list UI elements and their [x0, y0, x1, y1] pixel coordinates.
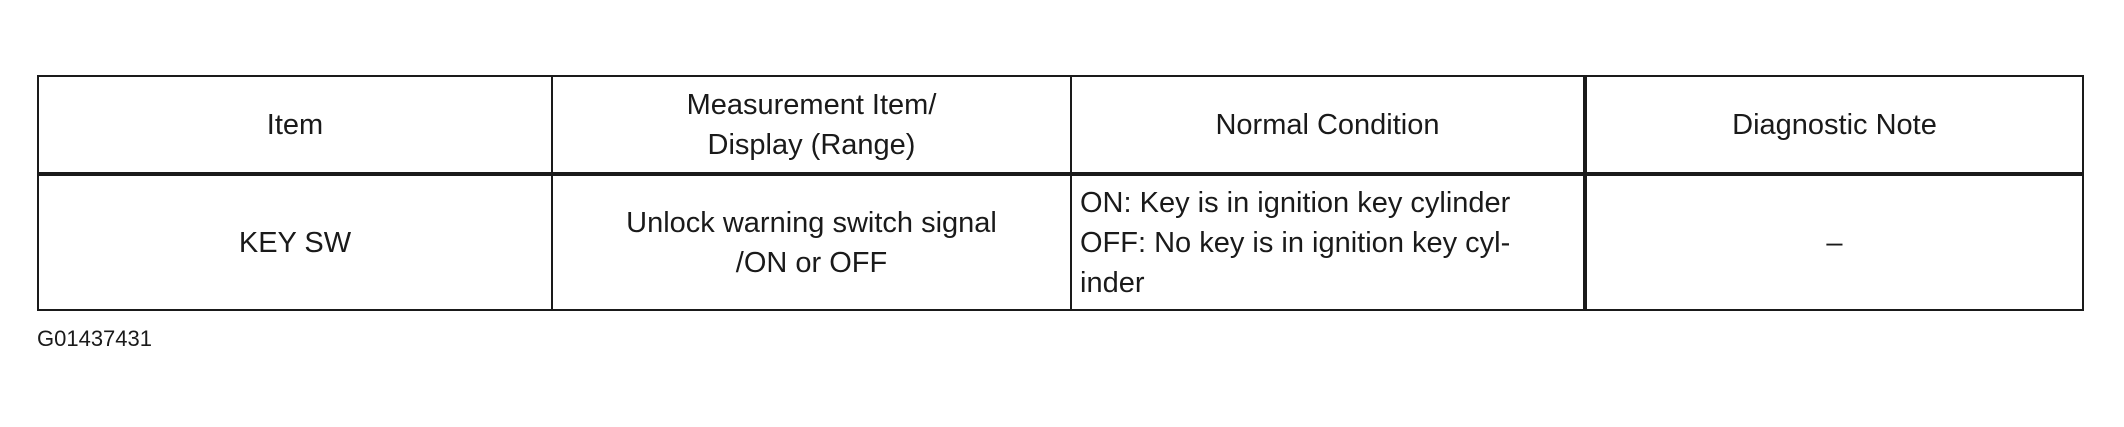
cell-normal-condition: ON: Key is in ignition key cylinder OFF:… [1070, 173, 1587, 311]
data-list-table: Item Measurement Item/ Display (Range) N… [37, 75, 2084, 311]
cell-measurement-line-1: Unlock warning switch signal [626, 206, 997, 239]
cell-normal-line-2: OFF: No key is in ignition key cyl- [1080, 226, 1511, 259]
cell-diagnostic-note: – [1584, 173, 2084, 311]
header-measurement-line-2: Display (Range) [707, 128, 916, 161]
header-normal-condition: Normal Condition [1070, 75, 1587, 176]
header-measurement-line-1: Measurement Item/ [686, 88, 937, 121]
cell-normal-line-3: inder [1080, 266, 1145, 299]
figure-id: G01437431 [37, 326, 152, 351]
table-header-row: Item Measurement Item/ Display (Range) N… [37, 75, 2084, 176]
cell-item: KEY SW [37, 173, 553, 311]
table-row: KEY SW Unlock warning switch signal /ON … [37, 173, 2084, 311]
cell-normal-line-1: ON: Key is in ignition key cylinder [1080, 186, 1511, 219]
header-measurement-item: Measurement Item/ Display (Range) [551, 75, 1072, 176]
header-item: Item [37, 75, 553, 176]
cell-measurement-line-2: /ON or OFF [735, 246, 888, 279]
header-diagnostic-note: Diagnostic Note [1584, 75, 2084, 176]
cell-measurement-item: Unlock warning switch signal /ON or OFF [551, 173, 1072, 311]
